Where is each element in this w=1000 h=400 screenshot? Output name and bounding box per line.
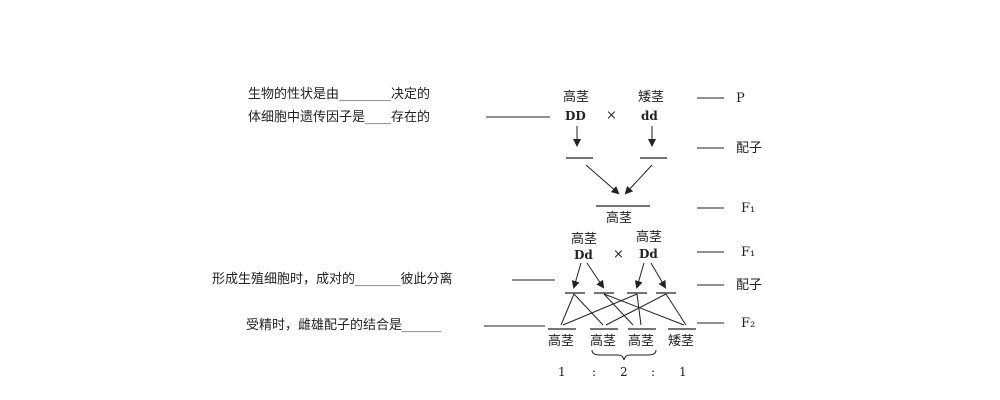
label-gamete-1: 配子 xyxy=(736,141,762,156)
parent-tall-genotype: DD xyxy=(565,109,586,123)
parent-cross-symbol: × xyxy=(606,108,617,123)
f1-left-label: 高茎 xyxy=(571,231,597,247)
f2-phenotype-2: 高茎 xyxy=(590,333,616,349)
fertilization-lines xyxy=(560,293,687,326)
ratio-separator-1: : xyxy=(592,365,596,379)
parent-tall-label: 高茎 xyxy=(563,89,589,105)
ratio-value-3: 1 xyxy=(679,365,687,379)
arrow-f1right-gamete-b xyxy=(650,262,667,289)
parent-short-genotype: dd xyxy=(641,109,658,123)
label-f2: F₂ xyxy=(741,316,755,331)
arrow-f1left-gamete-b xyxy=(586,262,605,289)
ratio-value-2: 2 xyxy=(620,365,628,379)
f2-phenotype-3: 高茎 xyxy=(628,333,654,349)
note-separation: 形成生殖细胞时，成对的_______彼此分离 xyxy=(212,271,453,287)
note-factor-pairs: 体细胞中遗传因子是____存在的 xyxy=(248,109,430,125)
arrow-f1right-gamete-a xyxy=(634,262,645,289)
note-fertilization: 受精时，雌雄配子的结合是______ xyxy=(246,317,442,333)
label-p: P xyxy=(736,91,745,106)
label-gamete-2: 配子 xyxy=(736,278,762,293)
arrow-f1left-gamete-a xyxy=(571,262,582,289)
f1-cross-symbol: × xyxy=(613,247,624,262)
ratio-value-1: 1 xyxy=(558,365,566,379)
f2-phenotype-1: 高茎 xyxy=(548,333,574,349)
parent-short-label: 矮茎 xyxy=(638,90,664,105)
arrow-gamete1-f1 xyxy=(585,164,620,195)
f1-left-genotype: Dd xyxy=(574,248,593,262)
f1-phenotype: 高茎 xyxy=(606,210,632,226)
f1-right-label: 高茎 xyxy=(636,229,662,245)
f1-right-genotype: Dd xyxy=(639,247,658,261)
label-f1b: F₁ xyxy=(741,245,755,260)
note-trait-determined: 生物的性状是由________决定的 xyxy=(248,86,430,102)
arrow-gamete2-f1 xyxy=(624,164,653,195)
label-f1: F₁ xyxy=(741,201,755,216)
ratio-separator-2: : xyxy=(651,365,655,379)
f2-group-bracket xyxy=(591,349,657,361)
f2-phenotype-4: 矮茎 xyxy=(668,334,694,349)
